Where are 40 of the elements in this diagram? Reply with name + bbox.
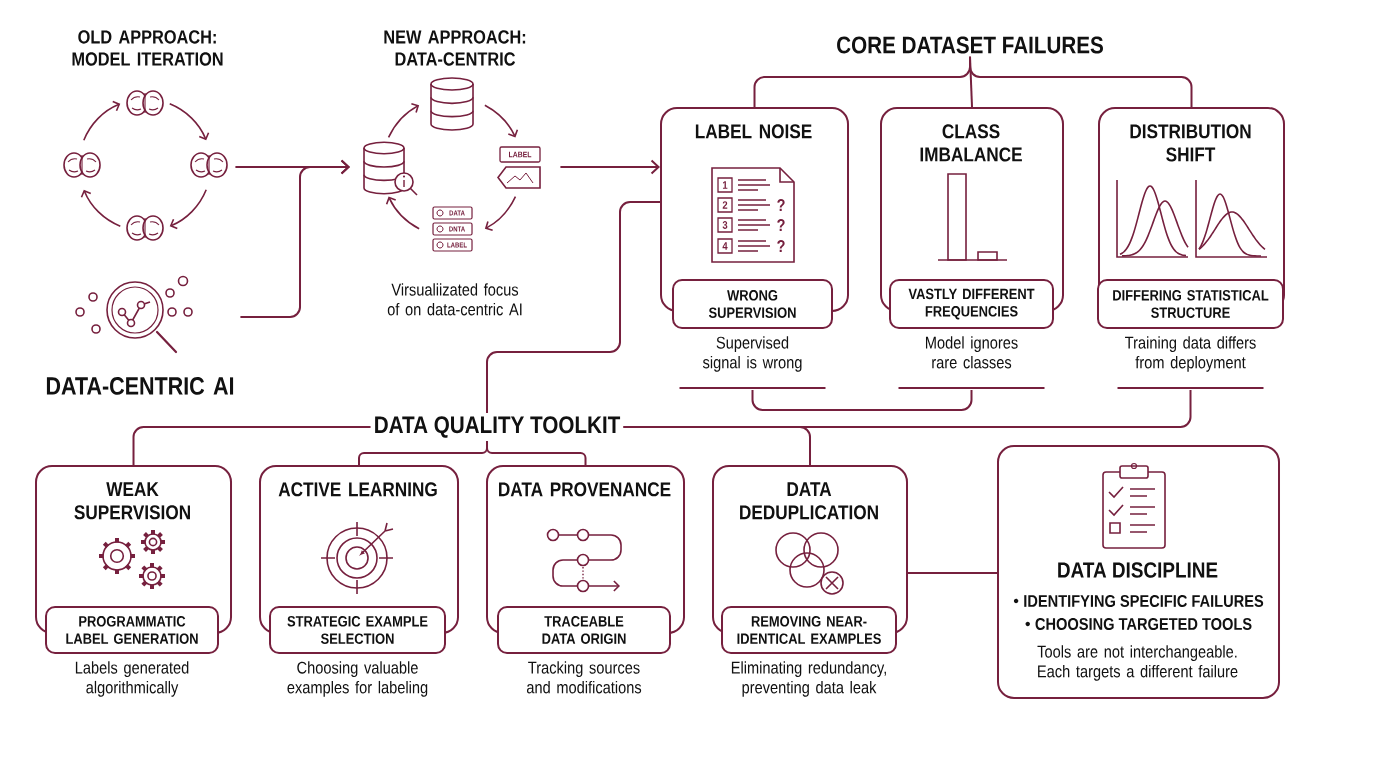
label-box: PROGRAMMATIC LABEL GENERATION — [45, 606, 219, 654]
bullet-text: IDENTIFYING SPECIFIC FAILURES — [1024, 595, 1264, 607]
description: Supervised signal is wrong — [702, 336, 802, 372]
description: Virsualiizated focus of on data-centric AI — [387, 283, 522, 316]
question-mark: ? — [777, 219, 785, 231]
connector — [486, 439, 587, 466]
heading: DATA-CENTRIC AI — [46, 377, 234, 395]
connector — [559, 159, 660, 175]
connector — [239, 159, 350, 318]
list-number: 2 — [717, 197, 733, 213]
label-box: TRACEABLE DATA ORIGIN — [497, 606, 671, 654]
section-heading: CORE DATASET FAILURES — [833, 33, 1107, 57]
label-box: REMOVING NEAR-IDENTICAL EXAMPLES — [721, 606, 897, 654]
connector — [486, 201, 661, 415]
label-box: STRATEGIC EXAMPLE SELECTION — [269, 606, 446, 654]
list-number: 4 — [717, 238, 733, 254]
description: Choosing valuable examples for labeling — [287, 661, 428, 697]
section-heading: DATA QUALITY TOOLKIT — [370, 413, 624, 441]
bullet-text: CHOOSING TARGETED TOOLS — [1035, 617, 1252, 630]
question-mark: ? — [777, 240, 785, 252]
connector — [751, 389, 973, 411]
label-tag: LABEL — [499, 146, 541, 163]
note: Tools are not interchangeable. Each targets a different failure — [1037, 645, 1238, 681]
list-number: 1 — [717, 177, 733, 193]
label-box: WRONG SUPERVISION — [672, 279, 833, 329]
label-box: DIFFERING STATISTICAL STRUCTURE — [1097, 279, 1284, 329]
label-box: VASTLY DIFFERENT FREQUENCIES — [889, 279, 1054, 329]
heading: OLD APPROACH: MODEL ITERATION — [72, 30, 223, 66]
list-number: 3 — [717, 217, 733, 233]
description: Training data differs from deployment — [1125, 336, 1256, 372]
description: Model ignores rare classes — [926, 336, 1018, 369]
description: Tracking sources and modifications — [526, 661, 642, 694]
question-mark: ? — [777, 199, 785, 211]
connector — [969, 55, 1193, 108]
connector — [132, 426, 372, 466]
connector — [907, 572, 998, 574]
description: Eliminating redundancy, preventing data leak — [731, 661, 886, 697]
heading: NEW APPROACH: DATA-CENTRIC — [384, 30, 526, 66]
description: Labels generated algorithmically — [75, 661, 189, 697]
connector — [622, 426, 811, 466]
